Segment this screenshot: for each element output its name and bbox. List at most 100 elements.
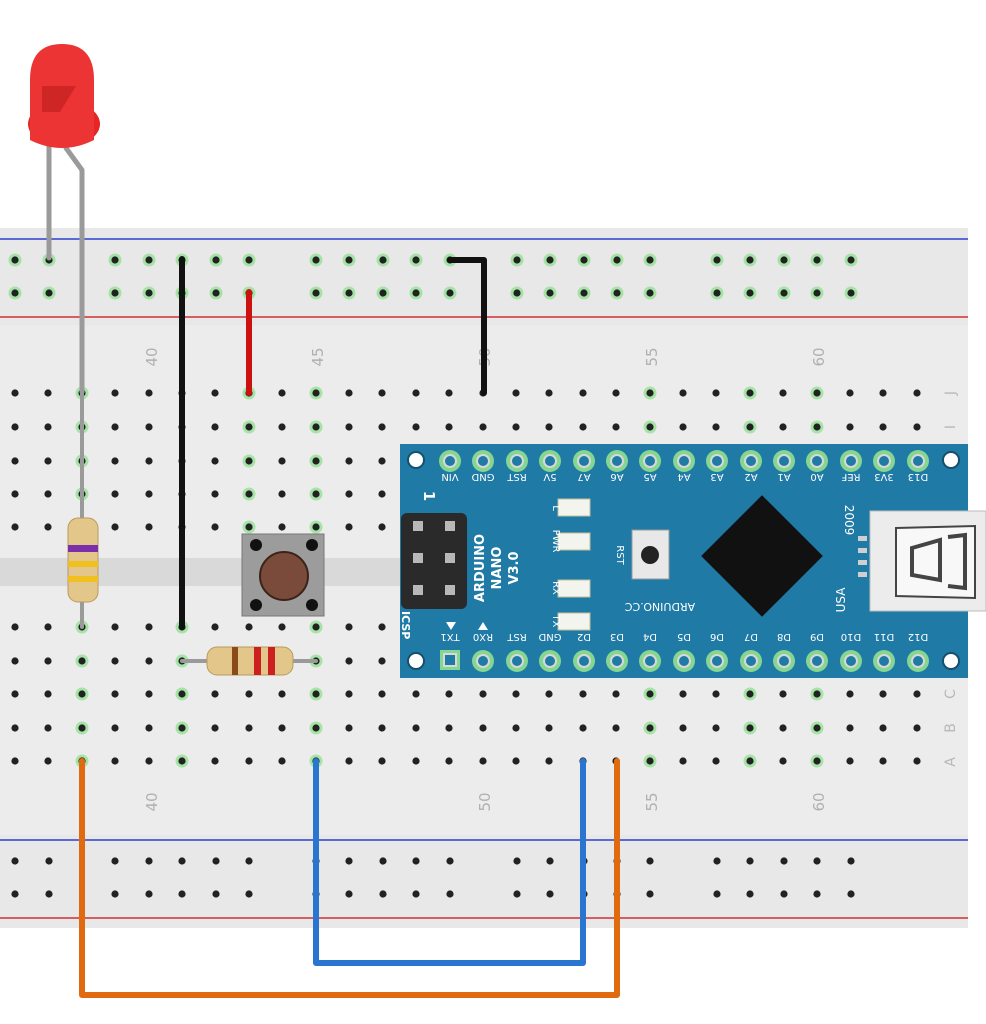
breadboard-hole xyxy=(212,857,220,865)
breadboard-hole xyxy=(445,757,453,765)
breadboard-hole xyxy=(847,857,855,865)
breadboard-hole xyxy=(746,890,754,898)
pin-header xyxy=(677,654,691,668)
breadboard-hole xyxy=(44,457,52,465)
breadboard-hole xyxy=(412,890,420,898)
breadboard-hole xyxy=(779,724,787,732)
breadboard-hole xyxy=(712,724,720,732)
breadboard-hole xyxy=(44,490,52,498)
breadboard-hole xyxy=(446,890,454,898)
push-button-corner xyxy=(306,599,318,611)
breadboard-hole xyxy=(211,757,219,765)
icsp-pin xyxy=(413,521,423,531)
led-label-l: L xyxy=(550,505,561,511)
breadboard-hole xyxy=(145,523,153,531)
breadboard-hole xyxy=(378,523,386,531)
breadboard-hole xyxy=(412,690,420,698)
pin-header xyxy=(744,654,758,668)
crystal-pads xyxy=(858,536,867,577)
breadboard-hole xyxy=(278,724,286,732)
breadboard-hole xyxy=(712,389,720,397)
breadboard-hole xyxy=(580,256,588,264)
breadboard-hole xyxy=(779,690,787,698)
breadboard-hole xyxy=(813,890,821,898)
breadboard-hole xyxy=(378,457,386,465)
resistor-band xyxy=(254,647,261,675)
breadboard-hole xyxy=(111,457,119,465)
led-highlight xyxy=(42,86,76,112)
breadboard-hole xyxy=(111,657,119,665)
breadboard-hole xyxy=(11,389,19,397)
breadboard-hole xyxy=(379,890,387,898)
breadboard-hole xyxy=(445,690,453,698)
column-number: 40 xyxy=(143,792,161,811)
breadboard-hole xyxy=(312,490,320,498)
breadboard-hole xyxy=(312,457,320,465)
pin-label-bottom: TX1 xyxy=(440,631,460,642)
breadboard-hole xyxy=(11,457,19,465)
pin-label-top: 3V3 xyxy=(874,471,894,482)
push-button xyxy=(241,533,325,617)
breadboard-hole xyxy=(412,256,420,264)
breadboard-hole xyxy=(646,724,654,732)
usb-port xyxy=(869,510,986,612)
breadboard-hole xyxy=(412,857,420,865)
pin-label-bottom: GND xyxy=(538,631,561,642)
breadboard-hole xyxy=(646,690,654,698)
pin-label-top: VIN xyxy=(441,471,458,482)
breadboard-hole xyxy=(613,256,621,264)
breadboard-hole xyxy=(712,423,720,431)
breadboard-hole xyxy=(44,423,52,431)
breadboard-hole xyxy=(545,423,553,431)
breadboard-hole xyxy=(345,857,353,865)
breadboard-hole xyxy=(779,389,787,397)
board-name-line3: V3.0 xyxy=(507,551,522,584)
breadboard-hole xyxy=(145,289,153,297)
pin-label-bottom: D8 xyxy=(777,631,791,642)
breadboard-hole xyxy=(178,724,186,732)
breadboard-hole xyxy=(546,890,554,898)
breadboard-hole xyxy=(78,657,86,665)
blue-wire xyxy=(313,758,586,966)
breadboard-hole xyxy=(178,690,186,698)
breadboard-hole xyxy=(679,724,687,732)
breadboard-hole xyxy=(779,423,787,431)
board-name-line1: ARDUINO xyxy=(473,534,488,602)
breadboard-hole xyxy=(178,857,186,865)
breadboard-hole xyxy=(846,690,854,698)
year-label: 2009 xyxy=(842,505,856,536)
breadboard-hole xyxy=(345,890,353,898)
breadboard-hole xyxy=(412,289,420,297)
pin-header xyxy=(610,454,624,468)
status-led xyxy=(557,532,591,551)
breadboard-hole xyxy=(45,289,53,297)
breadboard-hole xyxy=(345,523,353,531)
pin-label-top: A3 xyxy=(710,471,723,482)
breadboard-hole xyxy=(546,289,554,297)
pin-header xyxy=(810,654,824,668)
breadboard-hole xyxy=(345,490,353,498)
breadboard-hole xyxy=(379,289,387,297)
breadboard-hole xyxy=(345,457,353,465)
breadboard-hole xyxy=(913,724,921,732)
breadboard-hole xyxy=(513,289,521,297)
resistor-vertical xyxy=(67,517,99,603)
breadboard-hole xyxy=(746,289,754,297)
red-led xyxy=(28,44,100,148)
breadboard-hole xyxy=(412,757,420,765)
breadboard-hole xyxy=(879,389,887,397)
breadboard-hole xyxy=(312,389,320,397)
pin-header xyxy=(911,454,925,468)
pin-header xyxy=(710,654,724,668)
pin-header xyxy=(443,653,457,667)
breadboard-hole xyxy=(779,757,787,765)
pin-header xyxy=(443,454,457,468)
breadboard-hole xyxy=(245,757,253,765)
breadboard-hole xyxy=(212,289,220,297)
pad xyxy=(858,572,867,577)
column-number: 60 xyxy=(810,792,828,811)
breadboard-hole xyxy=(847,890,855,898)
pin-label-top: A6 xyxy=(610,471,623,482)
breadboard-hole xyxy=(44,657,52,665)
breadboard-hole xyxy=(479,757,487,765)
